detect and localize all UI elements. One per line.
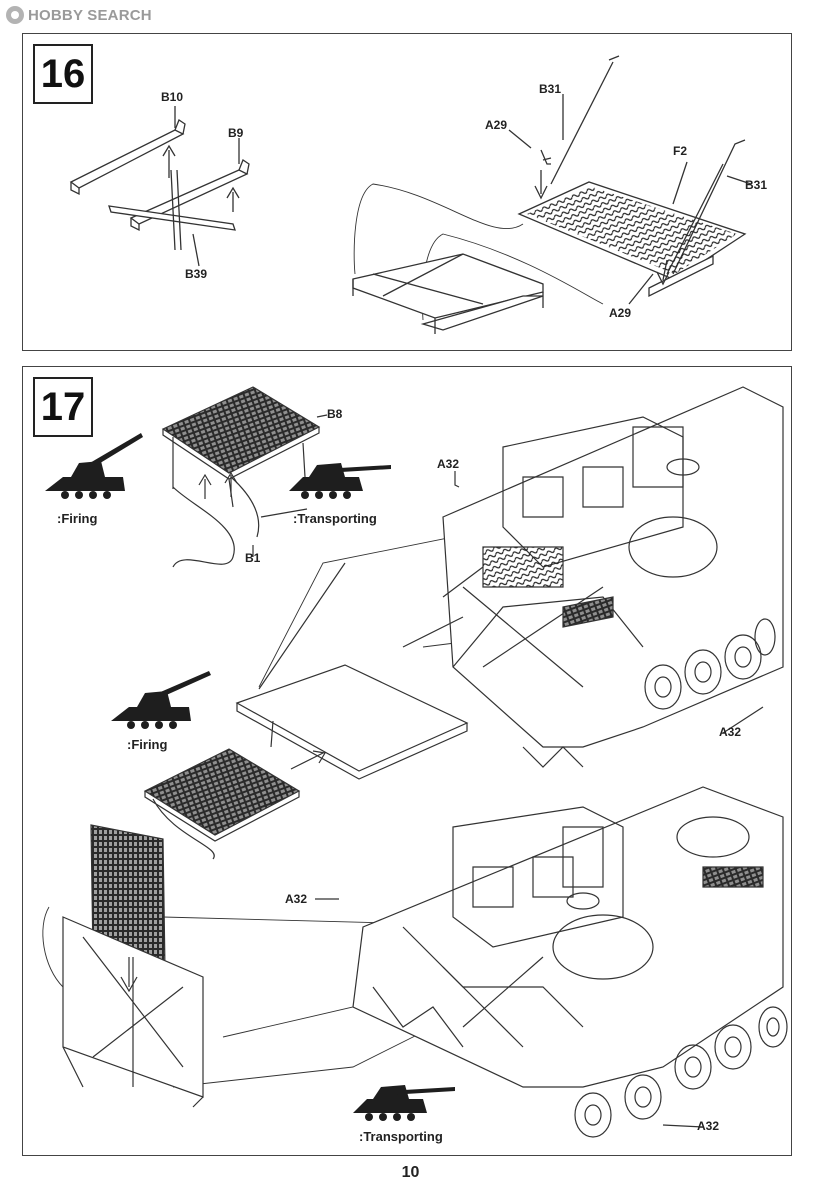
step-17-diagram [42,386,788,1138]
part-label-a32-middle: A32 [285,892,308,906]
b1-bracket-part [172,486,235,568]
part-label-b1: B1 [245,551,261,565]
firing-silhouette-icon-1 [45,433,143,499]
part-label-b31-right: B31 [745,178,768,192]
upper-vehicle-hull-part [402,386,784,748]
step-16-number: 16 [33,44,93,104]
part-label-b31-left: B31 [539,82,562,96]
part-label-a29-bottom: A29 [609,306,632,320]
assembled-frame-part [352,253,544,334]
transporting-silhouette-icon-2 [353,1085,455,1121]
part-label-b39: B39 [185,267,208,281]
page-number: 10 [401,1164,420,1181]
mode-caption-transporting-1: :Transporting [293,511,377,526]
part-label-b8: B8 [327,407,343,421]
transporting-silhouette-icon-1 [289,463,391,499]
b8-grate-part [161,386,321,508]
part-label-b9: B9 [228,126,244,140]
step-16-diagram [69,55,752,334]
part-label-a32-bottom: A32 [697,1119,720,1133]
upper-vehicle-wheels-part [644,618,776,710]
lower-vehicle-wheels-part [574,1006,788,1138]
lower-vehicle-hull-part [352,786,784,1088]
part-label-f2: F2 [673,144,688,158]
b9-rail-part [129,159,250,232]
b10-rail-part [69,119,186,196]
mode-caption-firing-1: :Firing [57,511,98,526]
mode-caption-firing-2: :Firing [127,737,168,752]
firing-silhouette-icon-2 [111,671,211,729]
mode-caption-transporting-2: :Transporting [359,1129,443,1144]
lower-frame-part [62,916,204,1108]
step-17-number: 17 [33,377,93,437]
part-label-a29-top: A29 [485,118,508,132]
b39-strut-part [108,169,236,251]
f2-tread-texture [527,186,737,274]
part-label-a32-right: A32 [719,725,742,739]
watermark-text: HOBBY SEARCH [28,6,152,24]
b31-rod-left-part [550,61,614,185]
step-16-panel: 16 [22,33,792,351]
lower-grate-part [143,748,301,860]
step-17-panel: 17 [22,366,792,1156]
part-label-b10: B10 [161,90,184,104]
hobby-search-logo-icon [6,6,24,24]
upper-tread-plate-part [235,562,469,780]
part-label-a32-top: A32 [437,457,460,471]
hobby-search-watermark: HOBBY SEARCH [6,4,152,26]
